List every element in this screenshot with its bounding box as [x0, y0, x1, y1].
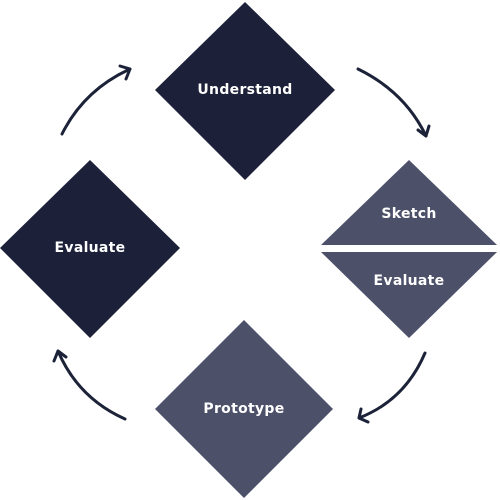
arrow-evaluate-to-understand [60, 64, 132, 136]
evaluate-left-label: Evaluate [55, 240, 126, 256]
understand-diamond [155, 2, 335, 180]
understand-label: Understand [197, 82, 292, 98]
arrow-evaluate-to-prototype [357, 351, 427, 424]
prototype-diamond [155, 320, 333, 498]
evaluate-right-triangle [321, 252, 497, 338]
node-sketch-evaluate: Sketch Evaluate [321, 160, 497, 338]
evaluate-left-diamond [0, 160, 180, 338]
arrow-prototype-to-evaluate [52, 349, 127, 421]
sketch-triangle [321, 160, 497, 245]
node-evaluate-left: Evaluate [0, 160, 180, 338]
prototype-label: Prototype [203, 401, 284, 417]
node-prototype: Prototype [155, 320, 333, 498]
evaluate-right-label: Evaluate [374, 273, 445, 289]
sketch-label: Sketch [381, 206, 436, 222]
arrow-understand-to-sketch [356, 67, 431, 138]
node-understand: Understand [155, 2, 335, 180]
